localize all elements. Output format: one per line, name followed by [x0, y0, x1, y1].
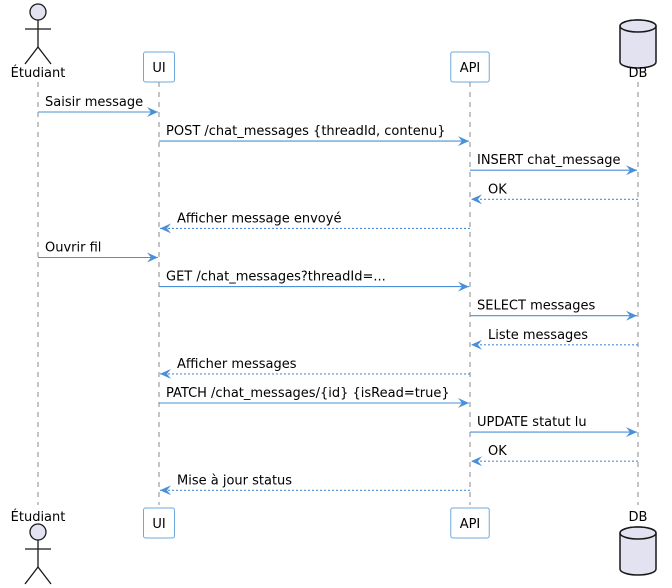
- participant-label-ui-bottom: UI: [152, 517, 165, 532]
- message-label-9: Liste messages: [488, 328, 588, 343]
- participant-label-db-top: DB: [629, 66, 648, 81]
- message-label-13: OK: [488, 444, 507, 459]
- participant-label-etudiant-top: Étudiant: [11, 65, 66, 81]
- participant-label-etudiant-bottom: Étudiant: [11, 509, 66, 525]
- message-label-8: SELECT messages: [477, 299, 595, 314]
- message-label-10: Afficher messages: [177, 357, 297, 372]
- actor-figure-top: [24, 3, 52, 65]
- message-label-12: UPDATE statut lu: [477, 415, 587, 430]
- message-label-1: Saisir message: [45, 95, 143, 110]
- message-label-5: Afficher message envoyé: [177, 211, 341, 226]
- message-label-11: PATCH /chat_messages/{id} {isRead=true}: [166, 386, 450, 401]
- participant-label-ui-top: UI: [152, 61, 165, 76]
- message-label-2: POST /chat_messages {threadId, contenu}: [166, 124, 445, 139]
- participant-box-api-bottom: [450, 507, 490, 539]
- lifelines: [37, 82, 639, 505]
- database-figure-top: [619, 19, 657, 69]
- participant-label-api-bottom: API: [460, 517, 481, 532]
- message-label-4: OK: [488, 182, 507, 197]
- participant-box-ui-bottom: [143, 507, 175, 539]
- participant-box-api-top: [450, 51, 490, 83]
- actor-figure-bottom: [24, 523, 52, 585]
- message-label-3: INSERT chat_message: [477, 153, 621, 168]
- participant-label-db-bottom: DB: [629, 510, 648, 525]
- participant-box-ui-top: [143, 51, 175, 83]
- message-label-14: Mise à jour status: [177, 473, 292, 488]
- message-label-7: GET /chat_messages?threadId=...: [166, 270, 386, 285]
- message-label-6: Ouvrir fil: [45, 241, 101, 256]
- participant-label-api-top: API: [460, 61, 481, 76]
- database-figure-bottom: [619, 526, 657, 576]
